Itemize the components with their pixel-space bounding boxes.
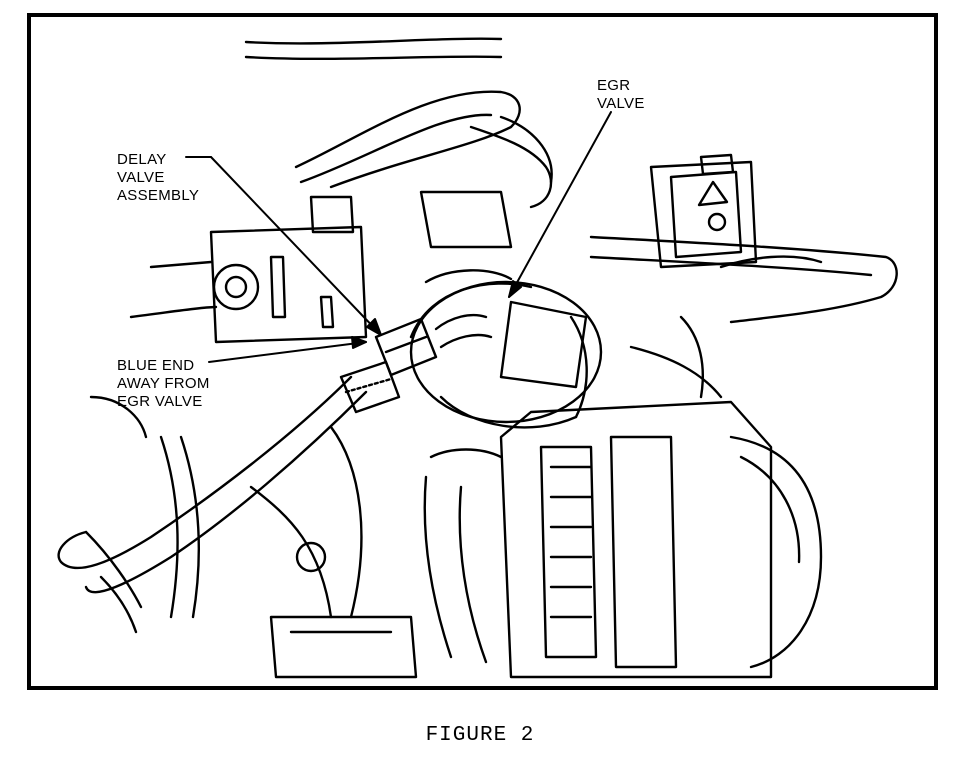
- delay-valve-assembly-drawing: [341, 315, 491, 412]
- carburetor-block: [91, 227, 366, 437]
- lower-engine-details: [271, 317, 721, 677]
- egr-leader-line: [509, 112, 611, 297]
- delay-valve-assembly-label: DELAY VALVE ASSEMBLY: [117, 151, 200, 204]
- lower-hoses: [59, 377, 366, 632]
- air-cleaner-housing: [591, 155, 897, 322]
- egr-valve-label: EGR VALVE: [597, 77, 645, 112]
- figure-frame: EGR VALVE DELAY VALVE ASSEMBLY BLUE END …: [27, 13, 938, 690]
- engine-illustration: [31, 17, 934, 686]
- blue-end-leader-arrowhead: [352, 337, 366, 348]
- alternator-drawing: [425, 402, 821, 677]
- figure-caption: FIGURE 2: [425, 724, 535, 747]
- egr-valve-drawing: [411, 270, 601, 427]
- delay-leader-arrowhead: [367, 319, 381, 335]
- leader-lines: [186, 112, 611, 362]
- upper-hoses: [246, 39, 552, 247]
- blue-end-leader-line: [209, 342, 366, 362]
- egr-leader-arrowhead: [509, 281, 521, 297]
- blue-end-label: BLUE END AWAY FROM EGR VALVE: [117, 357, 210, 410]
